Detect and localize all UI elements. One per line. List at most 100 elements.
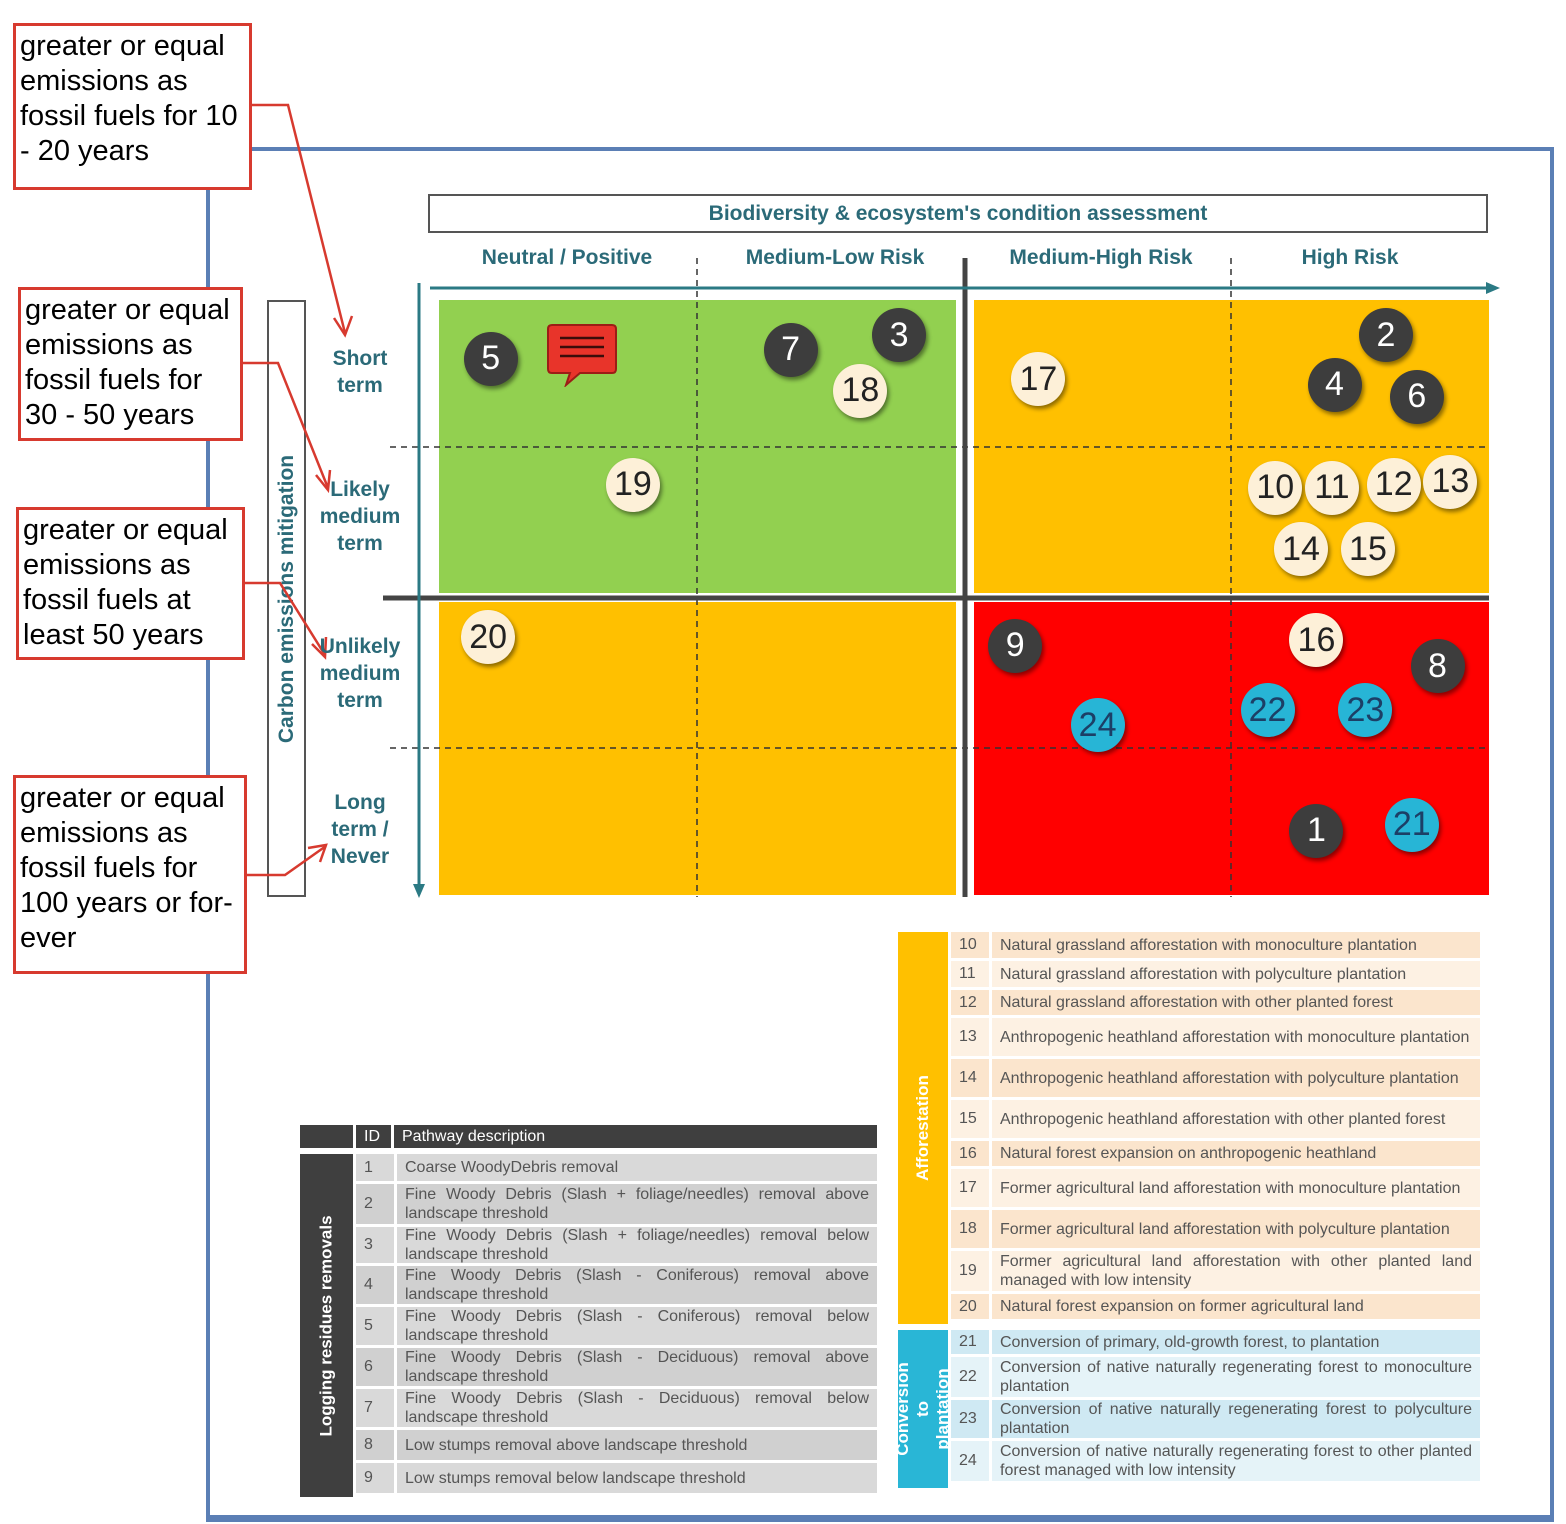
row-description: Low stumps removal above landscape thres… <box>397 1430 877 1460</box>
marker-10: 10 <box>1248 460 1303 515</box>
comment-icon[interactable] <box>546 323 618 389</box>
marker-11: 11 <box>1304 460 1359 515</box>
row-description: Fine Woody Debris (Slash + foliage/needl… <box>397 1227 877 1263</box>
row-description: Anthropogenic heathland afforestation wi… <box>992 1059 1480 1097</box>
row-id: 13 <box>951 1018 989 1056</box>
row-id: 17 <box>951 1169 989 1207</box>
note-50-years: greater or equal emissions as fossil fue… <box>16 507 245 660</box>
row-id: 10 <box>951 932 989 958</box>
header-description: Pathway description <box>391 1125 877 1148</box>
row-id: 12 <box>951 990 989 1015</box>
row-id: 21 <box>951 1330 989 1354</box>
row-description: Anthropogenic heathland afforestation wi… <box>992 1018 1480 1056</box>
marker-16: 16 <box>1289 613 1344 668</box>
marker-9: 9 <box>988 618 1043 673</box>
note-100-years: greater or equal emissions as fossil fue… <box>13 775 247 974</box>
row-description: Former agricultural land afforestation w… <box>992 1169 1480 1207</box>
row-id: 22 <box>951 1357 989 1397</box>
marker-2: 2 <box>1359 308 1413 363</box>
matrix-title: Biodiversity & ecosystem's condition ass… <box>428 194 1488 233</box>
note-10-20-years: greater or equal emissions as fossil fue… <box>13 23 252 190</box>
marker-12: 12 <box>1366 457 1421 512</box>
row-description: Low stumps removal below landscape thres… <box>397 1463 877 1493</box>
row-id: 1 <box>356 1154 394 1181</box>
row-id: 3 <box>356 1227 394 1263</box>
row-id: 4 <box>356 1266 394 1304</box>
row-id: 24 <box>951 1441 989 1481</box>
row-description: Conversion of native naturally regenerat… <box>992 1441 1480 1481</box>
marker-5: 5 <box>463 331 518 386</box>
row-id: 20 <box>951 1294 989 1319</box>
marker-23: 23 <box>1338 683 1393 738</box>
row-description: Natural forest expansion on former agric… <box>992 1294 1480 1319</box>
header-id: ID <box>353 1125 391 1148</box>
row-description: Conversion of native naturally regenerat… <box>992 1400 1480 1438</box>
note-30-50-years: greater or equal emissions as fossil fue… <box>18 287 243 441</box>
row-description: Former agricultural land afforestation w… <box>992 1210 1480 1248</box>
group-label-text: Logging residues removals <box>316 1214 336 1437</box>
marker-6: 6 <box>1389 369 1444 424</box>
row-likely-medium-term: Likely medium term <box>319 478 401 555</box>
y-axis-label-box: Carbon emissions mitigation <box>267 300 306 897</box>
row-description: Fine Woody Debris (Slash - Deciduous) re… <box>397 1389 877 1427</box>
column-medium-low-risk: Medium-Low Risk <box>745 246 925 269</box>
marker-24: 24 <box>1070 698 1125 753</box>
column-medium-high-risk: Medium-High Risk <box>1009 246 1193 269</box>
marker-7: 7 <box>763 322 818 377</box>
afforestation_table-group-label: Afforestation <box>898 932 948 1324</box>
column-neutral-positive: Neutral / Positive <box>481 246 653 269</box>
row-description: Conversion of primary, old-growth forest… <box>992 1330 1480 1354</box>
row-description: Fine Woody Debris (Slash - Coniferous) r… <box>397 1307 877 1345</box>
row-id: 8 <box>356 1430 394 1460</box>
row-description: Natural grassland afforestation with oth… <box>992 990 1480 1015</box>
row-description: Former agricultural land afforestation w… <box>992 1251 1480 1291</box>
group-label-text: Afforestation <box>913 1075 932 1181</box>
marker-20: 20 <box>461 610 516 665</box>
group-label-text: Conversion to plantation <box>893 1362 952 1456</box>
row-description: Conversion of native naturally regenerat… <box>992 1357 1480 1397</box>
row-short-term: Short term <box>332 347 388 397</box>
row-description: Natural grassland afforestation with mon… <box>992 932 1480 958</box>
row-id: 11 <box>951 961 989 987</box>
marker-8: 8 <box>1410 639 1465 694</box>
marker-21: 21 <box>1384 797 1439 852</box>
row-id: 6 <box>356 1348 394 1386</box>
row-description: Coarse WoodyDebris removal <box>397 1154 877 1181</box>
row-description: Natural grassland afforestation with pol… <box>992 961 1480 987</box>
row-unlikely-medium-term: Unlikely medium term <box>319 635 401 712</box>
row-description: Fine Woody Debris (Slash + foliage/needl… <box>397 1184 877 1224</box>
marker-19: 19 <box>605 457 660 512</box>
marker-13: 13 <box>1423 454 1478 509</box>
row-id: 5 <box>356 1307 394 1345</box>
row-id: 19 <box>951 1251 989 1291</box>
marker-4: 4 <box>1307 357 1362 412</box>
marker-1: 1 <box>1289 803 1344 858</box>
column-high-risk: High Risk <box>1301 246 1399 269</box>
marker-15: 15 <box>1340 522 1395 577</box>
row-id: 14 <box>951 1059 989 1097</box>
row-id: 18 <box>951 1210 989 1248</box>
logging_table-group-label: Logging residues removals <box>300 1154 353 1497</box>
